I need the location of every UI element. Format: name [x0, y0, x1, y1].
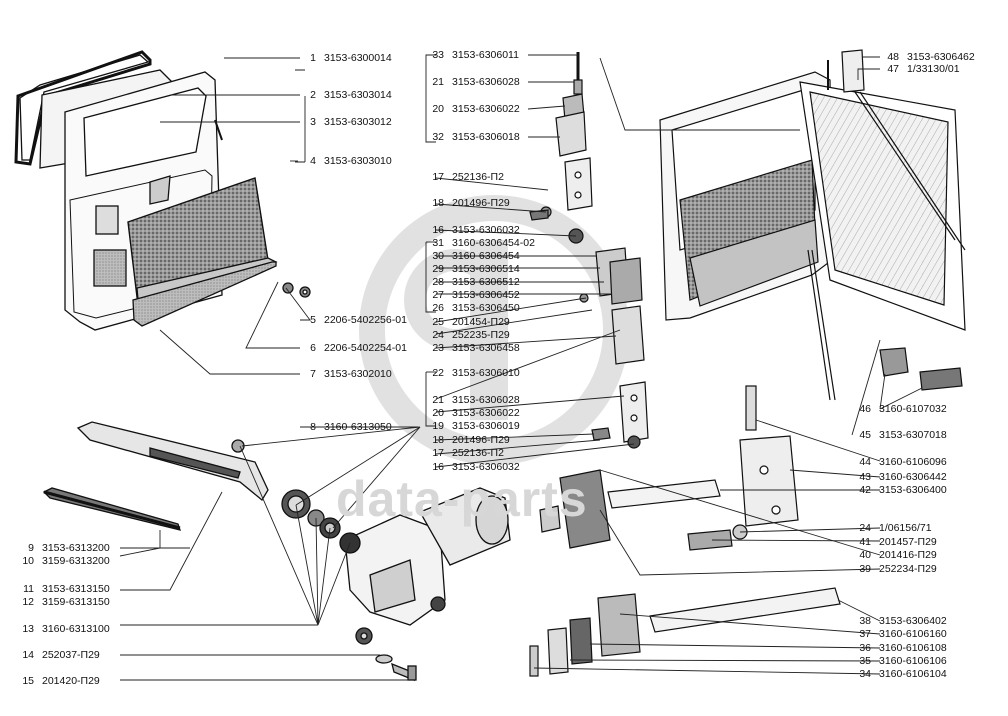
wiper-assembly — [42, 421, 511, 682]
right-van-body — [529, 49, 966, 677]
leader-lines — [119, 54, 923, 681]
hinge-and-lock-parts — [529, 52, 649, 449]
left-door-assembly — [14, 50, 311, 331]
watermark-text: data-parts — [336, 471, 588, 527]
